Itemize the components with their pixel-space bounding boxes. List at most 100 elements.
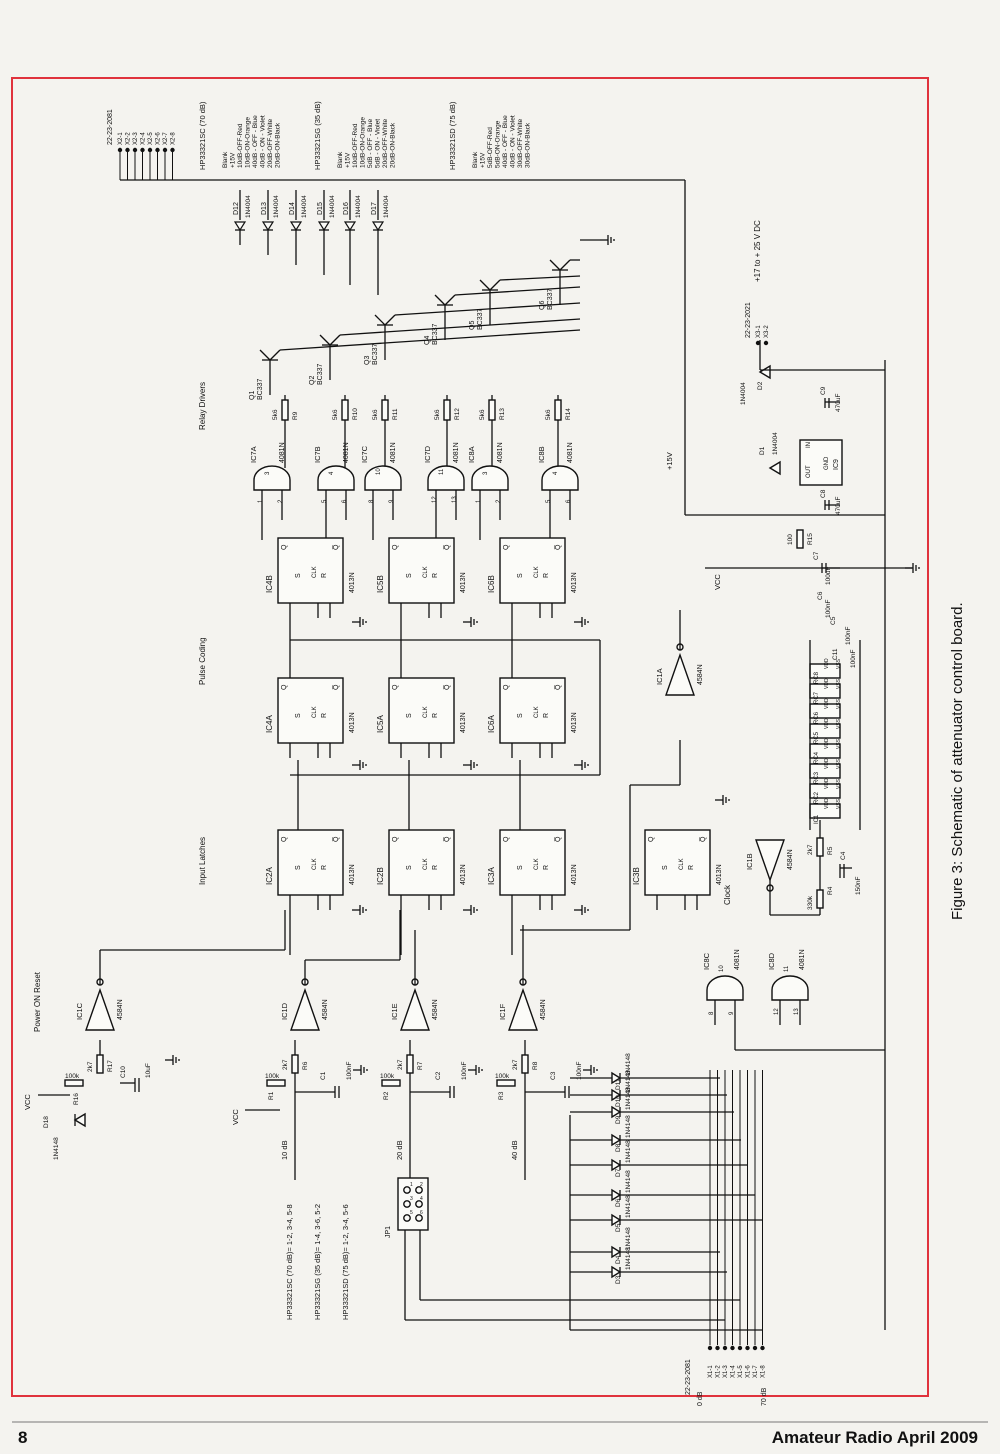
attenuator-wire-code: 10dB-OFF-Red <box>237 123 244 168</box>
diode-ref: D10 <box>615 1095 622 1107</box>
diode-symbol <box>371 221 385 232</box>
inverter-body <box>755 839 785 883</box>
connector-pin: X3-2 <box>764 325 770 338</box>
ic-ref: RC4 <box>814 751 820 764</box>
diode-ref: D3 <box>615 1275 622 1284</box>
gate-type: 4081N <box>390 442 397 463</box>
connector-range-label: 0 dB <box>697 1391 704 1406</box>
attenuator-wire-code: 30dB-ON-Black <box>525 122 532 168</box>
capacitor-value: 150nF <box>855 877 862 895</box>
resistor-body <box>341 399 349 421</box>
jumper-pin <box>415 1214 423 1222</box>
ff-pin: Q̅ <box>554 836 562 842</box>
ic-pin: VSS <box>836 758 842 769</box>
flip-flop-body <box>388 537 455 604</box>
diode-ref: D17 <box>371 202 378 215</box>
resistor-ref: R12 <box>454 408 461 420</box>
ff-type: 4013N <box>571 572 578 593</box>
inverter-body <box>400 987 430 1031</box>
regulator-pin: GND <box>824 456 830 470</box>
gate-ref: IC7B <box>313 446 322 463</box>
ff-pin: S <box>406 713 413 718</box>
connector-pin: X1-8 <box>761 1365 767 1378</box>
jumper-pin-number: 2 <box>420 1182 423 1188</box>
inverter-type: 4584N <box>787 849 794 870</box>
capacitor-ref: C10 <box>120 1066 127 1078</box>
ff-pin: Q̅ <box>443 544 451 550</box>
ground-symbol <box>352 760 367 770</box>
jumper-note: HP33321SG (35 dB)= 1-4, 3-6, 5-2 <box>313 1204 322 1320</box>
connector-pin: X2-7 <box>163 132 169 145</box>
capacitor-value: 100nF <box>346 1062 353 1080</box>
resistor-body <box>496 1079 516 1087</box>
ff-type: 4013N <box>460 572 467 593</box>
ic-pin: VSS <box>836 738 842 749</box>
ff-pin: Q̅ <box>699 836 707 842</box>
ic-ref: RC2 <box>814 791 820 804</box>
transistor: Q1 BC337 <box>249 329 581 400</box>
ic-pin: VDD <box>824 698 830 709</box>
jumper-pin-number: 4 <box>420 1196 423 1202</box>
resistor-body <box>281 399 289 421</box>
diode-type: 1N4148 <box>625 1115 632 1138</box>
resistor-body <box>816 889 824 909</box>
gate-pin: 6 <box>342 499 348 503</box>
connector-pin: X1-3 <box>723 1365 729 1378</box>
resistor-ref: R17 <box>107 1060 114 1072</box>
input-weight: 20 dB <box>395 1140 404 1160</box>
inverter-body <box>665 652 695 696</box>
gate-pin: 8 <box>709 1011 715 1015</box>
resistor-body <box>443 399 451 421</box>
gate-ref: IC7A <box>249 446 258 463</box>
resistor-body <box>266 1079 286 1087</box>
ff-type: 4013N <box>571 712 578 733</box>
connector-pin: X2-3 <box>133 132 139 145</box>
ic-pin: VDD <box>824 678 830 689</box>
inverter-ref: IC1E <box>390 1003 399 1020</box>
gate-ref: IC7C <box>360 445 369 463</box>
transistor-type: BC337 <box>317 363 324 385</box>
diode-type: 1N4004 <box>301 195 308 218</box>
ff-pin: R <box>432 865 439 870</box>
transistor-ref: Q1 <box>249 391 256 400</box>
capacitor-value: 100nF <box>845 627 852 645</box>
diode-symbol <box>611 1188 622 1202</box>
jumper-body <box>397 1177 429 1231</box>
ic-pin: VSS <box>836 698 842 709</box>
resistor-body <box>291 1054 299 1074</box>
regulator-ref: IC9 <box>833 459 840 470</box>
connector-range-label: 70 dB <box>761 1387 768 1406</box>
junction-dot <box>715 1345 720 1351</box>
jumper-pin-number: 5 <box>410 1210 413 1216</box>
ground-symbol <box>468 1065 483 1075</box>
wire <box>339 318 581 336</box>
attenuator-wire-code: 5dB - ON - Violet <box>375 119 382 168</box>
diode-ref: D9 <box>615 1115 622 1124</box>
connector-pin: X1-7 <box>753 1365 759 1378</box>
resistor-value: 100k <box>380 1073 395 1080</box>
connector-title: 22-23-2021 <box>745 302 752 338</box>
and-gate-body <box>317 465 355 491</box>
gate-pin: 4 <box>553 471 559 475</box>
resistor-ref: R15 <box>807 533 814 545</box>
connector-pin: X2-2 <box>126 132 132 145</box>
gate-type: 4081N <box>734 949 741 970</box>
ground-symbol <box>463 617 478 627</box>
diode-ref: D2 <box>757 381 764 390</box>
capacitor-ref: C2 <box>435 1071 442 1080</box>
resistor-ref: R7 <box>417 1061 424 1070</box>
